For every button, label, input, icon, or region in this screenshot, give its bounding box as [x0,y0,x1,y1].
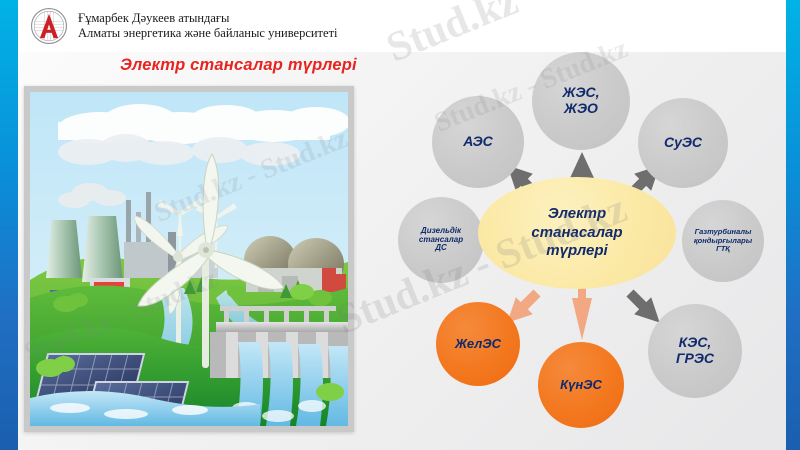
diagram-node-dizel[interactable]: Дизельдік стансалар ДС [398,197,484,283]
left-accent-band [0,0,18,450]
diagram-node-sues[interactable]: СуЭС [638,98,728,188]
diagram-node-kes-gres[interactable]: КЭС, ГРЭС [648,304,742,398]
illustration-canvas [30,92,348,426]
right-accent-band [786,0,800,450]
diagram-node-gazturbina[interactable]: Газтурбиналы қондырғылары ГТҚ [682,200,764,282]
diagram-center-label[interactable]: Электр станасалар түрлері [478,177,676,289]
power-plant-types-diagram: ЖЭС, ЖЭО АЭС СуЭС Дизельдік стансалар ДС… [380,40,780,440]
renewable-energy-illustration [24,86,354,432]
university-line-2: Алматы энергетика және байланыс универси… [78,26,338,40]
university-line-1: Ғұмарбек Дәукеев атындағы [78,11,230,25]
university-logo-icon [30,7,68,45]
diagram-node-zheles[interactable]: ЖелЭС [436,302,520,386]
page-title: Электр стансалар түрлері [120,56,357,74]
arrow-down-icon [572,282,592,340]
energy-landscape-artwork [30,92,348,426]
arrow-up-icon [570,152,594,198]
diagram-node-aes[interactable]: АЭС [432,96,524,188]
diagram-node-zhes-zheo[interactable]: ЖЭС, ЖЭО [532,52,630,150]
diagram-node-kunes[interactable]: КүнЭС [538,342,624,428]
